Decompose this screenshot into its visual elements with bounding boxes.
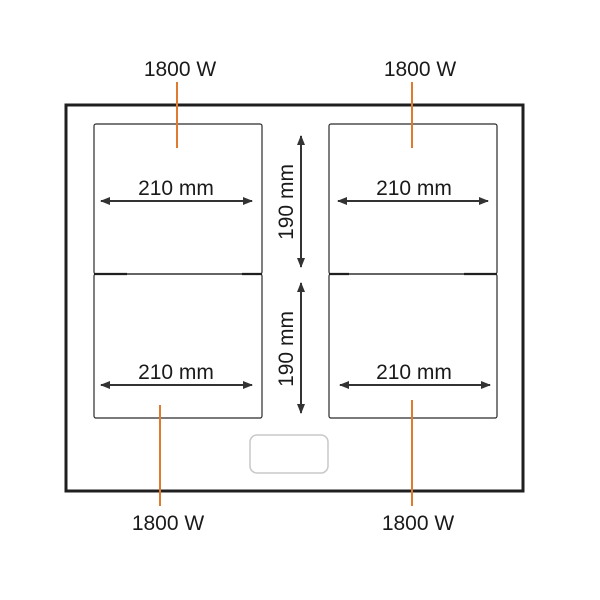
zone-bottom-left <box>93 273 263 419</box>
power-label-top-left: 1800 W <box>144 58 217 81</box>
depth-label-upper: 190 mm <box>275 164 298 240</box>
power-label-bottom-right: 1800 W <box>382 512 455 535</box>
zone-bottom-right <box>328 273 498 419</box>
width-label-bottom-right: 210 mm <box>376 361 452 384</box>
control-panel <box>249 434 329 474</box>
hob-outline <box>64 103 525 493</box>
width-label-bottom-left: 210 mm <box>138 361 214 384</box>
power-label-bottom-left: 1800 W <box>132 512 205 535</box>
width-label-top-left: 210 mm <box>138 177 214 200</box>
width-label-top-right: 210 mm <box>376 177 452 200</box>
depth-label-lower: 190 mm <box>275 311 298 387</box>
power-label-top-right: 1800 W <box>384 58 457 81</box>
